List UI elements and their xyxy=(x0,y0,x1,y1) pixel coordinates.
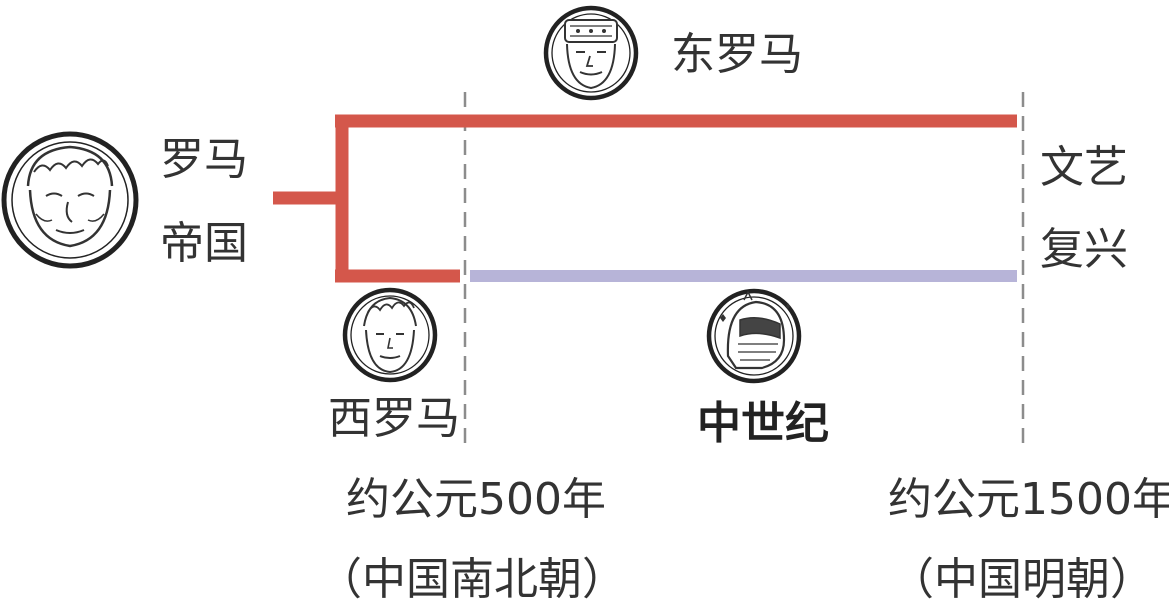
medieval-knight-helmet-icon xyxy=(706,288,802,384)
renaissance-label-line2: 复兴 xyxy=(1040,224,1128,275)
roman-branch-lines xyxy=(273,114,1017,283)
east-rome-label: 东罗马 xyxy=(671,29,803,80)
eastern-roman-emperor-portrait-icon xyxy=(543,5,639,101)
roman-empire-label-line1: 罗马 xyxy=(160,134,248,185)
west-rome-label: 西罗马 xyxy=(328,393,460,444)
roman-empire-label-line2: 帝国 xyxy=(160,218,248,269)
roman-emperor-portrait-icon xyxy=(1,131,139,269)
end-year-label: 约公元1500年 xyxy=(888,474,1169,525)
start-year-label: 约公元500年 xyxy=(346,474,606,525)
renaissance-label-line1: 文艺 xyxy=(1040,142,1128,193)
middle-ages-label: 中世纪 xyxy=(697,398,829,449)
start-dynasty-label: （中国南北朝） xyxy=(318,554,626,605)
western-roman-portrait-icon xyxy=(342,287,438,383)
end-dynasty-label: （中国明朝） xyxy=(890,554,1154,605)
